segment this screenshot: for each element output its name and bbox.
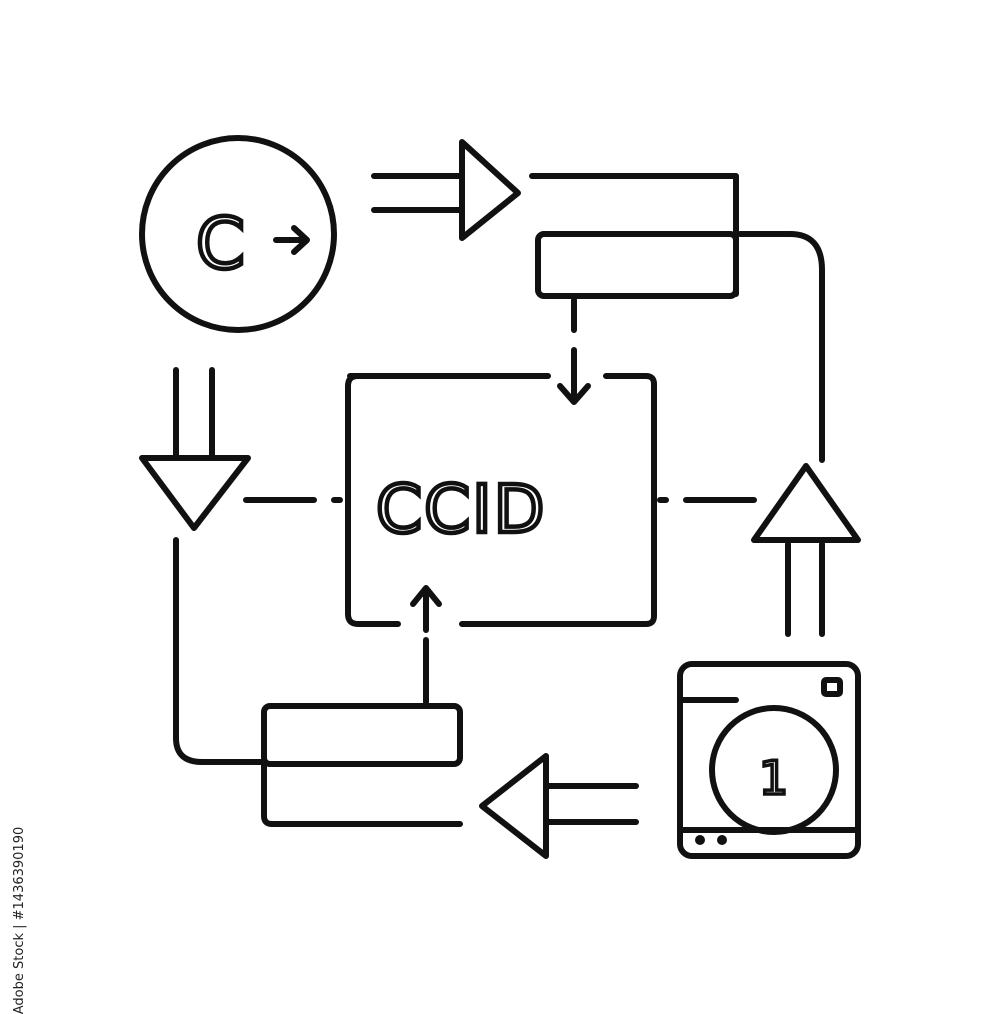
left-connector-line (173, 537, 265, 765)
center-label: CCID (376, 471, 546, 548)
right-connector-line (737, 231, 825, 463)
ccid-center-box: CCID (345, 373, 657, 627)
down-triangle-arrow-icon (139, 367, 251, 531)
up-arrow-icon (410, 585, 442, 705)
stock-id-watermark: Adobe Stock | #1436390190 (2, 826, 38, 1013)
down-arrow-icon (557, 297, 591, 405)
double-arrow-right-icon (371, 139, 521, 241)
copyright-arrow-icon: C (139, 135, 337, 333)
up-triangle-arrow-icon (751, 463, 861, 637)
bottom-stacked-rectangles (261, 703, 463, 827)
washing-machine-icon: 1 (677, 661, 861, 859)
stacked-rectangles-icon (529, 173, 739, 299)
copyright-letter: C (196, 203, 245, 285)
double-arrow-left-icon (479, 753, 639, 859)
machine-dial-number: 1 (759, 751, 788, 805)
stock-id-text: Adobe Stock | #1436390190 (12, 826, 28, 1014)
